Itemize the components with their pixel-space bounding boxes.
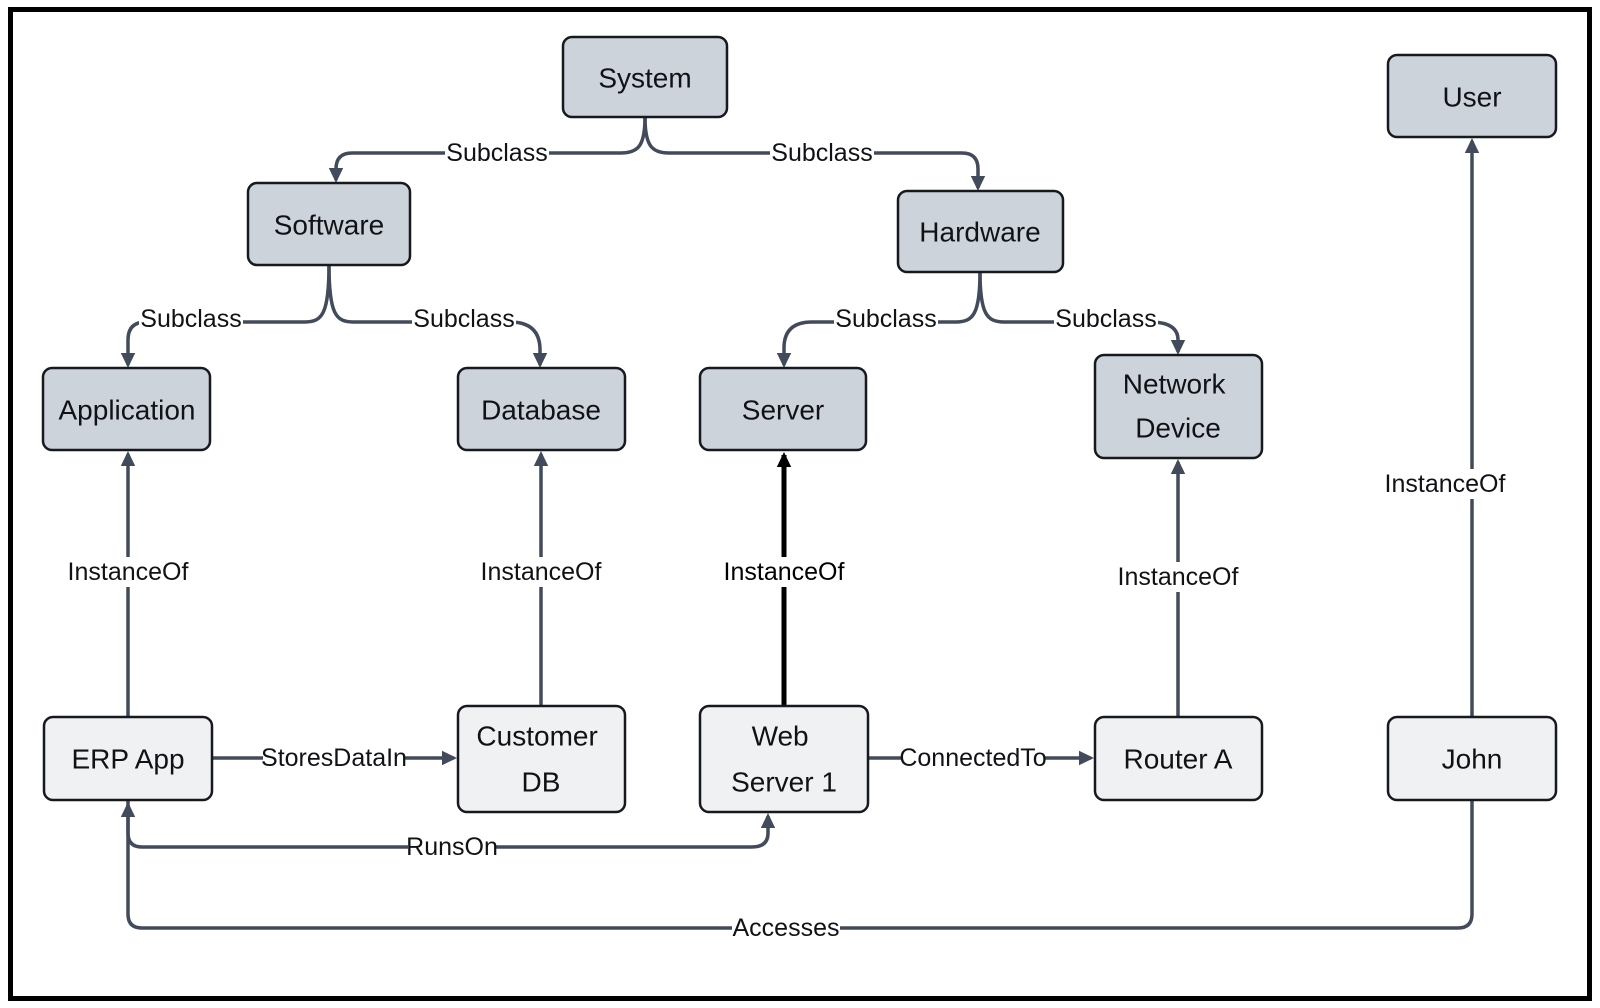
label-bg	[478, 557, 604, 587]
node-application-box	[41, 366, 212, 452]
node-router-a-box	[1093, 715, 1264, 802]
edge-label-subclass-system-software: Subclass	[445, 139, 549, 167]
svg-text:Web Server 1: Web Server 1	[731, 711, 837, 798]
node-web-server-1: Web Server 1	[698, 704, 870, 814]
label-bg	[139, 305, 243, 333]
edge-label-accesses: Accesses	[732, 914, 840, 942]
svg-text:Router A: Router A	[1124, 744, 1233, 775]
label-bg	[263, 744, 405, 772]
svg-text:System: System	[598, 63, 691, 94]
edge-label-instanceof-customer-db: InstanceOf	[478, 557, 604, 587]
edge-label-subclass-software-database: Subclass	[412, 305, 516, 333]
edge-label-instanceof-john: InstanceOf	[1382, 469, 1508, 499]
node-database-box	[456, 366, 627, 452]
svg-text:ERP App: ERP App	[71, 744, 184, 775]
svg-text:Server: Server	[742, 395, 824, 426]
node-server: Server	[698, 366, 868, 452]
edge-label-instanceof-erp-app: InstanceOf	[65, 557, 191, 587]
svg-text:Subclass: Subclass	[1055, 305, 1156, 333]
svg-text:Subclass: Subclass	[835, 305, 936, 333]
node-database: Database	[456, 366, 627, 452]
label-bg	[901, 744, 1045, 772]
node-web-server-1-box	[698, 704, 870, 814]
node-network-device: Network Device	[1093, 353, 1264, 460]
node-erp-app: ERP App	[42, 715, 214, 802]
svg-text:Network Device: Network Device	[1123, 359, 1233, 444]
label-bg	[408, 833, 496, 861]
svg-text:User: User	[1442, 82, 1501, 113]
svg-text:Subclass: Subclass	[413, 305, 514, 333]
node-software-box	[246, 181, 412, 267]
svg-text:InstanceOf: InstanceOf	[68, 558, 189, 586]
node-customer-db-box	[456, 704, 627, 814]
edge-label-subclass-system-hardware: Subclass	[770, 139, 874, 167]
edge-label-subclass-software-application: Subclass	[139, 305, 243, 333]
node-server-box	[698, 366, 868, 452]
label-bg	[445, 139, 549, 167]
svg-text:Accesses: Accesses	[733, 914, 840, 942]
node-hardware: Hardware	[896, 189, 1065, 274]
node-system-box	[561, 35, 729, 119]
svg-text:Application: Application	[59, 395, 196, 426]
edge-label-instanceof-web-server-1: InstanceOf	[721, 557, 847, 587]
svg-text:ConnectedTo: ConnectedTo	[899, 744, 1046, 772]
svg-text:InstanceOf: InstanceOf	[1385, 470, 1506, 498]
edge-label-instanceof-router-a: InstanceOf	[1115, 562, 1241, 592]
svg-text:RunsOn: RunsOn	[406, 833, 498, 861]
label-bg	[1054, 305, 1158, 333]
label-bg	[770, 139, 874, 167]
diagram-frame	[8, 7, 1592, 1001]
node-router-a: Router A	[1093, 715, 1264, 802]
edge-system-hardware	[643, 116, 986, 191]
svg-text:Subclass: Subclass	[771, 139, 872, 167]
svg-text:InstanceOf: InstanceOf	[1118, 563, 1239, 591]
svg-text:Hardware: Hardware	[919, 217, 1040, 248]
node-customer-db: Customer DB	[456, 704, 627, 814]
edge-labels: Subclass Subclass Subclass Subclass Subc…	[65, 139, 1508, 942]
edge-label-connectedto: ConnectedTo	[899, 744, 1047, 772]
svg-text:InstanceOf: InstanceOf	[724, 558, 845, 586]
node-john: John	[1386, 715, 1558, 802]
svg-text:Subclass: Subclass	[446, 139, 547, 167]
label-bg	[834, 305, 938, 333]
edge-label-subclass-hardware-network-device: Subclass	[1054, 305, 1158, 333]
node-user: User	[1386, 53, 1558, 139]
svg-text:Software: Software	[274, 210, 385, 241]
node-user-box	[1386, 53, 1558, 139]
svg-text:InstanceOf: InstanceOf	[481, 558, 602, 586]
svg-text:Database: Database	[481, 395, 601, 426]
edge-system-software	[328, 116, 647, 183]
label-bg	[1382, 469, 1508, 499]
label-bg	[732, 914, 840, 942]
node-network-device-box	[1093, 353, 1264, 460]
edge-label-subclass-hardware-server: Subclass	[834, 305, 938, 333]
node-system: System	[561, 35, 729, 119]
svg-text:Customer DB: Customer DB	[476, 711, 605, 798]
svg-text:John: John	[1442, 744, 1503, 775]
label-bg	[1115, 562, 1241, 592]
edge-label-storesdatain: StoresDataIn	[261, 744, 407, 772]
svg-text:StoresDataIn: StoresDataIn	[261, 744, 407, 772]
label-bg	[721, 557, 847, 587]
node-application: Application	[41, 366, 212, 452]
node-john-box	[1386, 715, 1558, 802]
edge-label-runson: RunsOn	[406, 833, 498, 861]
svg-text:Subclass: Subclass	[140, 305, 241, 333]
edge-john-erp-app	[120, 800, 1474, 930]
node-hardware-box	[896, 189, 1065, 274]
label-bg	[412, 305, 516, 333]
label-bg	[65, 557, 191, 587]
node-software: Software	[246, 181, 412, 267]
nodes: System Software Hardware Application Dat…	[41, 35, 1558, 814]
node-erp-app-box	[42, 715, 214, 802]
